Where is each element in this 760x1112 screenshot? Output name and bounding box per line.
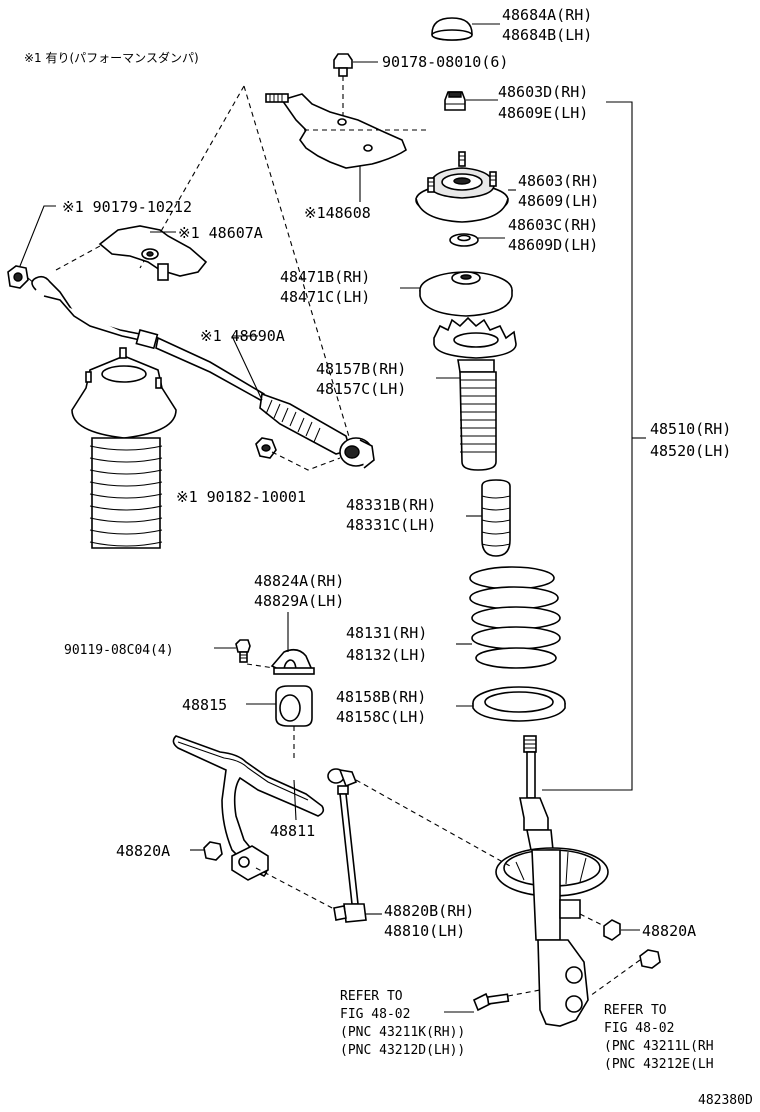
refer-left-line3: (PNC 43211K(RH)) bbox=[340, 1025, 465, 1040]
strut-bearing-part[interactable] bbox=[449, 233, 479, 247]
label-48609d[interactable]: 48609D(LH) bbox=[508, 236, 598, 254]
refer-right-line2: FIG 48-02 bbox=[604, 1021, 674, 1036]
assembly-dashed-line bbox=[589, 959, 641, 997]
stabilizer-bar-part[interactable] bbox=[172, 735, 325, 881]
assembly-dashed-line bbox=[55, 245, 101, 271]
label-90119[interactable]: 90119-08C04(4) bbox=[64, 643, 174, 658]
assembly-dashed-line bbox=[355, 779, 511, 867]
label-48609[interactable]: 48609(LH) bbox=[518, 192, 599, 210]
part-labels: ※1 有り(パフォーマンスダンパ) 48684A(RH) 48684B(LH) … bbox=[24, 6, 731, 940]
strut-assembly-bracket bbox=[542, 101, 633, 791]
dust-cap-part[interactable] bbox=[431, 17, 473, 41]
label-48820a-right[interactable]: 48820A bbox=[642, 922, 696, 940]
diagram-code: 482380D bbox=[698, 1093, 753, 1108]
label-48131[interactable]: 48131(RH) bbox=[346, 624, 427, 642]
label-48158c[interactable]: 48158C(LH) bbox=[336, 708, 426, 726]
label-48603d[interactable]: 48603D(RH) bbox=[498, 83, 588, 101]
bump-stopper-part[interactable] bbox=[481, 479, 511, 557]
label-48690a[interactable]: ※1 48690A bbox=[200, 327, 285, 345]
refer-right-line3: (PNC 43211L(RH bbox=[604, 1039, 714, 1054]
lower-spring-insulator-part[interactable] bbox=[472, 686, 566, 722]
label-48684b[interactable]: 48684B(LH) bbox=[502, 26, 592, 44]
damper-note: ※1 有り(パフォーマンスダンパ) bbox=[24, 50, 199, 65]
shock-absorber-part[interactable] bbox=[495, 735, 609, 1027]
refer-left-line1: REFER TO bbox=[340, 989, 403, 1004]
assembly-dashed-line bbox=[246, 663, 275, 669]
label-48811[interactable]: 48811 bbox=[270, 822, 315, 840]
label-48510[interactable]: 48510(RH) bbox=[650, 420, 731, 438]
stabilizer-bracket-bolt-part[interactable] bbox=[235, 639, 251, 663]
performance-damper-part[interactable] bbox=[31, 275, 375, 469]
refer-left-line2: FIG 48-02 bbox=[340, 1007, 410, 1022]
label-90178[interactable]: 90178-08010(6) bbox=[382, 53, 508, 71]
label-48157c[interactable]: 48157C(LH) bbox=[316, 380, 406, 398]
leader-line bbox=[293, 779, 297, 821]
leader-line bbox=[231, 335, 263, 401]
strut-support-mount-part[interactable] bbox=[415, 151, 509, 223]
refer-note-right[interactable]: REFER TO FIG 48-02 (PNC 43211L(RH (PNC 4… bbox=[604, 1003, 714, 1072]
label-48607a[interactable]: ※1 48607A bbox=[178, 224, 263, 242]
strut-nut-part[interactable] bbox=[444, 91, 466, 111]
stabilizer-bracket-part[interactable] bbox=[270, 648, 315, 675]
label-48520[interactable]: 48520(LH) bbox=[650, 442, 731, 460]
coil-spring-part[interactable] bbox=[469, 566, 561, 669]
label-90179[interactable]: ※1 90179-10212 bbox=[62, 198, 192, 216]
label-48824a[interactable]: 48824A(RH) bbox=[254, 572, 344, 590]
label-48609e[interactable]: 48609E(LH) bbox=[498, 104, 588, 122]
label-48815[interactable]: 48815 bbox=[182, 696, 227, 714]
label-48471c[interactable]: 48471C(LH) bbox=[280, 288, 370, 306]
assembly-dashed-line bbox=[579, 913, 605, 927]
strut-lower-bolt-part[interactable] bbox=[472, 992, 510, 1012]
dust-boot-part[interactable] bbox=[433, 316, 517, 471]
label-48810[interactable]: 48810(LH) bbox=[384, 922, 465, 940]
leader-line bbox=[19, 205, 56, 267]
refer-right-line4: (PNC 43212E(LH bbox=[604, 1057, 714, 1072]
strut-lower-nut-part[interactable] bbox=[639, 949, 661, 969]
bracket-bolt-part[interactable] bbox=[333, 53, 353, 77]
label-48331b[interactable]: 48331B(RH) bbox=[346, 496, 436, 514]
label-48608[interactable]: ※148608 bbox=[304, 204, 371, 222]
label-48331c[interactable]: 48331C(LH) bbox=[346, 516, 436, 534]
label-90182[interactable]: ※1 90182-10001 bbox=[176, 488, 306, 506]
assembly-dashed-line bbox=[507, 989, 541, 997]
strut-reference-illustration bbox=[71, 347, 177, 549]
label-48132[interactable]: 48132(LH) bbox=[346, 646, 427, 664]
label-48158b[interactable]: 48158B(RH) bbox=[336, 688, 426, 706]
assembly-dashed-line bbox=[255, 867, 337, 911]
stabilizer-link-part[interactable] bbox=[327, 768, 367, 923]
label-48603[interactable]: 48603(RH) bbox=[518, 172, 599, 190]
label-48829a[interactable]: 48829A(LH) bbox=[254, 592, 344, 610]
label-48471b[interactable]: 48471B(RH) bbox=[280, 268, 370, 286]
damper-bracket-upper-part[interactable] bbox=[265, 93, 407, 169]
label-48157b[interactable]: 48157B(RH) bbox=[316, 360, 406, 378]
label-48820b[interactable]: 48820B(RH) bbox=[384, 902, 474, 920]
damper-end-nut-part[interactable] bbox=[255, 437, 277, 459]
label-48820a-left[interactable]: 48820A bbox=[116, 842, 170, 860]
stabilizer-link-nut-right-part[interactable] bbox=[603, 919, 621, 941]
assembly-dashed-line bbox=[271, 451, 341, 471]
stabilizer-bushing-part[interactable] bbox=[275, 685, 313, 727]
label-48684a[interactable]: 48684A(RH) bbox=[502, 6, 592, 24]
label-48603c[interactable]: 48603C(RH) bbox=[508, 216, 598, 234]
stabilizer-link-nut-left-part[interactable] bbox=[203, 841, 223, 861]
upper-spring-seat-part[interactable] bbox=[419, 271, 513, 317]
damper-bracket-lower-part[interactable] bbox=[98, 225, 208, 281]
refer-right-line1: REFER TO bbox=[604, 1003, 667, 1018]
refer-left-line4: (PNC 43212D(LH)) bbox=[340, 1043, 465, 1058]
damper-nut-part[interactable] bbox=[7, 265, 29, 289]
refer-note-left[interactable]: REFER TO FIG 48-02 (PNC 43211K(RH)) (PNC… bbox=[340, 989, 465, 1058]
